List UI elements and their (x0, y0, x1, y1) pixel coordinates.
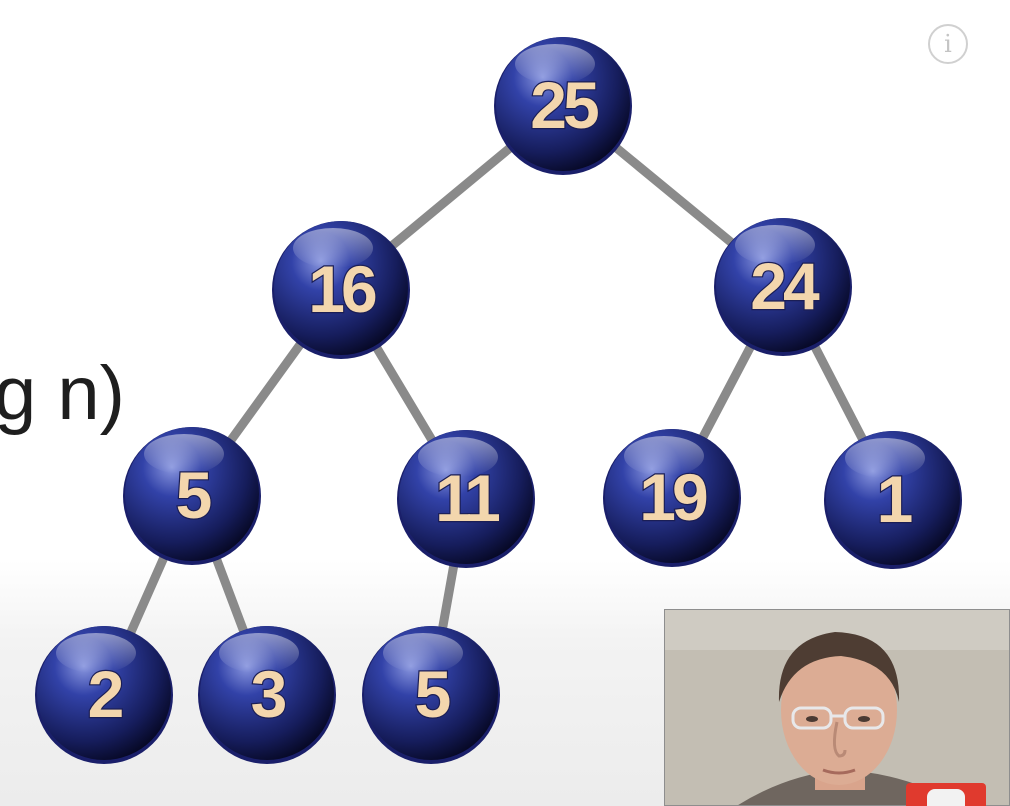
presenter-webcam-overlay (664, 609, 1010, 806)
heap-node-3: 3 (198, 626, 336, 764)
node-highlight (418, 437, 498, 477)
heap-node-5: 5 (123, 427, 261, 565)
node-highlight (56, 633, 136, 673)
heap-node-5: 5 (362, 626, 500, 764)
node-value: 11 (435, 461, 499, 535)
node-value: 25 (530, 68, 598, 142)
partial-complexity-text: g n) (0, 351, 125, 436)
heap-node-2: 2 (35, 626, 173, 764)
node-value: 16 (308, 252, 376, 326)
node-highlight (735, 225, 815, 265)
node-highlight (293, 228, 373, 268)
heap-node-25: 25 (494, 37, 632, 175)
node-value: 19 (639, 460, 707, 534)
heap-node-11: 11 (397, 430, 535, 568)
node-value: 5 (176, 458, 211, 532)
node-highlight (144, 434, 224, 474)
heap-node-16: 16 (272, 221, 410, 359)
node-highlight (383, 633, 463, 673)
node-highlight (845, 438, 925, 478)
node-value: 3 (251, 657, 286, 731)
info-glyph: i (944, 30, 952, 58)
node-value: 2 (88, 657, 123, 731)
node-value: 24 (750, 249, 820, 323)
node-value: 5 (415, 657, 450, 731)
heap-node-24: 24 (714, 218, 852, 356)
heap-node-1: 1 (824, 431, 962, 569)
node-highlight (515, 44, 595, 84)
presenter-video (665, 610, 1009, 805)
info-icon[interactable]: i (928, 24, 968, 64)
heap-node-19: 19 (603, 429, 741, 567)
youtube-logo-icon[interactable] (906, 783, 986, 806)
node-highlight (624, 436, 704, 476)
node-value: 1 (877, 462, 912, 536)
node-highlight (219, 633, 299, 673)
